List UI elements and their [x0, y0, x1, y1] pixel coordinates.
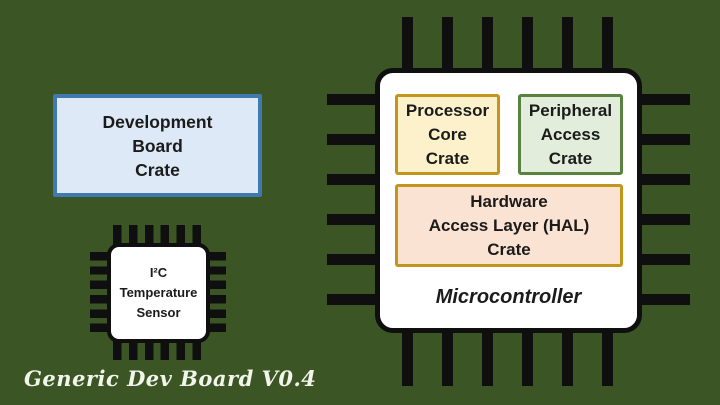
sensor-pins-left	[90, 252, 109, 333]
microcontroller-chip: Processor Core Crate Peripheral Access C…	[375, 68, 642, 333]
microcontroller-pins-left	[327, 94, 380, 306]
hal-crate-label: Hardware Access Layer (HAL) Crate	[428, 191, 590, 259]
sensor-pins-bottom	[113, 341, 202, 360]
microcontroller-pins-top	[402, 17, 614, 73]
peripheral-access-crate-box: Peripheral Access Crate	[518, 94, 623, 175]
microcontroller-pins-bottom	[402, 328, 614, 386]
processor-core-crate-box: Processor Core Crate	[395, 94, 500, 175]
microcontroller-title: Microcontroller	[435, 286, 582, 308]
sensor-pins-top	[113, 225, 202, 245]
microcontroller-pins-right	[637, 94, 690, 306]
i2c-temperature-sensor-label: I²C Temperature Sensor	[119, 265, 198, 320]
development-board-crate-label: Development Board Crate	[102, 111, 213, 180]
processor-core-crate-label: Processor Core Crate	[405, 100, 490, 168]
caption-generic-dev-board-version: Generic Dev Board V0.4	[24, 366, 317, 391]
hal-crate-box: Hardware Access Layer (HAL) Crate	[395, 184, 623, 267]
development-board-crate-box: Development Board Crate	[53, 94, 262, 197]
peripheral-access-crate-label: Peripheral Access Crate	[528, 100, 613, 168]
i2c-temperature-sensor-chip: I²C Temperature Sensor	[107, 243, 210, 343]
sensor-pins-right	[207, 252, 226, 333]
